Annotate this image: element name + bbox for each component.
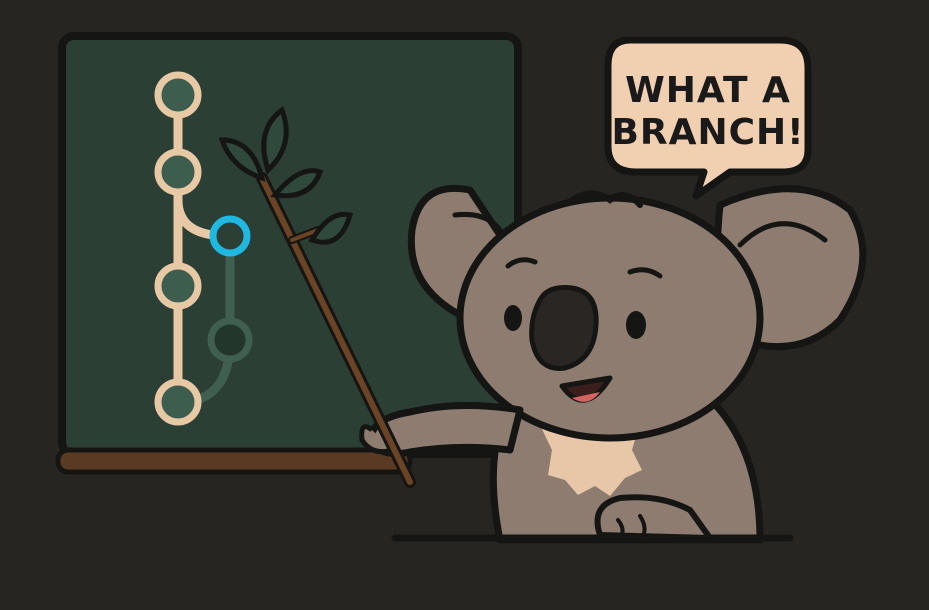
right-ear-inner [737, 221, 828, 248]
koala-left-eye [504, 305, 522, 331]
speech-bubble-shape [604, 36, 812, 200]
speech-bubble: WHAT A BRANCH! [604, 36, 812, 200]
koala-icon [359, 184, 867, 544]
twig-stick [259, 175, 413, 485]
commit-node [154, 71, 202, 119]
koala-paw [359, 424, 393, 455]
leaf [261, 106, 289, 175]
koala-tongue [572, 392, 600, 402]
left-eyebrow [505, 257, 538, 269]
feature-commit-node [207, 317, 253, 363]
koala-nose [529, 285, 599, 371]
board-ledge [55, 447, 413, 475]
leaf [270, 168, 324, 199]
commit-node [154, 262, 202, 310]
koala-head-tuft [567, 190, 643, 208]
leaf [308, 211, 354, 245]
git-branch-graph-icon [154, 71, 253, 426]
koala-right-eye [626, 311, 646, 339]
highlighted-commit-node [209, 215, 251, 257]
commit-node [154, 148, 202, 196]
koala-resting-paw [594, 494, 713, 541]
speech-line-1: WHAT A [625, 70, 791, 111]
commit-node [154, 378, 202, 426]
twig-pointer-icon [218, 106, 416, 488]
right-eyebrow [627, 267, 663, 279]
speech-line-2: BRANCH! [611, 112, 804, 153]
leaf [218, 137, 266, 182]
